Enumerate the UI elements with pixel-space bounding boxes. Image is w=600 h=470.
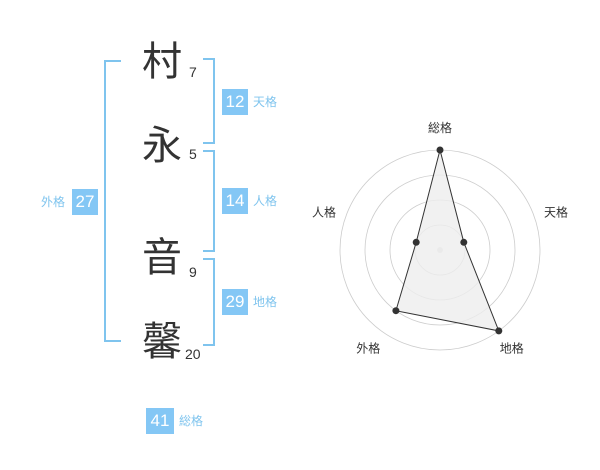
jinkaku-value: 14 [222,188,248,214]
name-char-3: 音 [142,235,182,281]
jinkaku-label: 人格 [253,194,278,208]
radar-point-1 [436,146,444,154]
tenkaku-label: 天格 [253,95,278,109]
radar-point-4 [392,307,400,315]
radar-axis-label: 地格 [500,341,524,356]
radar-axis-label: 外格 [356,341,380,356]
radar-point-2 [460,238,468,246]
radar-axis-label: 天格 [544,204,568,219]
gaikaku-label: 外格 [41,195,66,209]
name-char-4: 馨 [142,319,182,365]
radar-axis-label: 総格 [428,120,452,135]
stroke-count-1: 7 [189,64,197,80]
radar-axis-label: 人格 [312,204,336,219]
stroke-count-3: 9 [189,264,197,280]
gaikaku-value: 27 [72,189,98,215]
radar-point-3 [495,327,503,335]
gaikaku-bracket [104,60,121,342]
stroke-count-2: 5 [189,146,197,162]
name-char-1: 村 [142,39,182,85]
tenkaku-bracket [203,58,215,144]
tenkaku-value: 12 [222,89,248,115]
chikaku-value: 29 [222,289,248,315]
jinkaku-bracket [203,150,215,252]
soukaku-label: 総格 [179,414,204,428]
stroke-count-4: 20 [185,346,201,362]
chikaku-bracket [203,258,215,346]
radar-data-polygon [395,149,500,332]
name-char-2: 永 [142,123,182,169]
radar-point-5 [412,238,420,246]
soukaku-value: 41 [146,408,174,434]
chikaku-label: 地格 [253,295,278,309]
